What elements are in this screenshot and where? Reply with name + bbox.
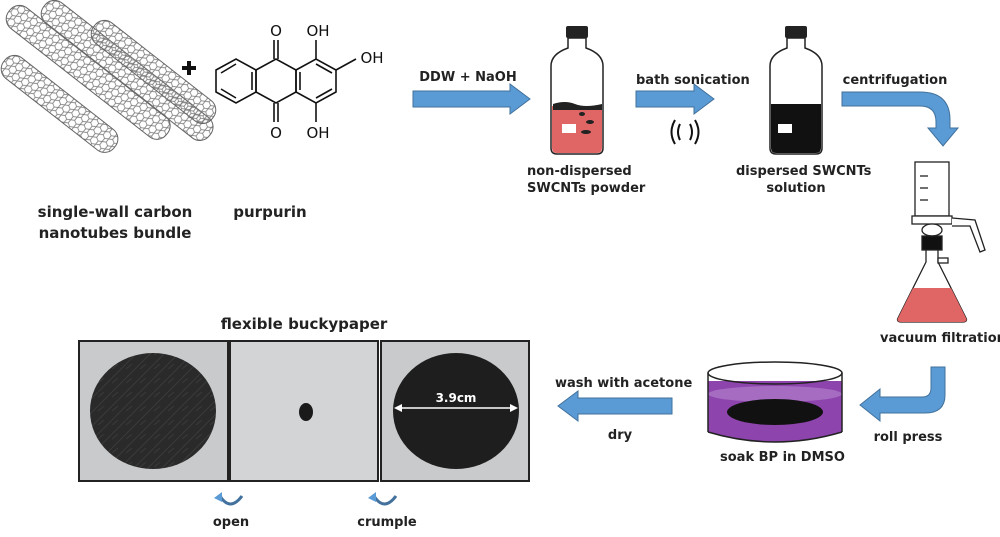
hydroxyl-right: OH: [360, 49, 383, 67]
buckypaper-title: flexible buckypaper: [220, 315, 388, 333]
crumple-curved-arrow-icon: [368, 492, 398, 506]
buckypaper-panel-open: [78, 340, 229, 482]
arrow-wash-dry: [557, 390, 673, 422]
plus-sign: [182, 61, 196, 75]
buckypaper-panel-crumpled: [229, 340, 379, 482]
crumple-label: crumple: [357, 515, 417, 530]
step-label-dry: dry: [607, 428, 633, 443]
purpurin-structure-image: [215, 40, 357, 122]
step-label-centrifugation: centrifugation: [842, 73, 948, 88]
stage-soak: soak BP in DMSO: [720, 450, 845, 465]
hydroxyl-top: OH: [306, 22, 329, 40]
petri-dish-image: [707, 361, 843, 443]
stage-vacuum-filtration: vacuum filtration: [880, 331, 1000, 346]
nanotube-label-line2: nanotubes bundle: [38, 224, 192, 242]
stage-dispersed-line1: dispersed SWCNTs: [736, 164, 872, 179]
nanotube-bundle-image: [0, 0, 217, 153]
bottle-dispersed-image: [769, 26, 823, 155]
nanotube-label-line1: single-wall carbon: [37, 203, 193, 221]
vacuum-filtration-image: [896, 161, 986, 323]
hydroxyl-bottom: OH: [306, 124, 329, 142]
step-label-roll-press: roll press: [873, 430, 943, 445]
open-curved-arrow-icon: [214, 492, 244, 506]
stage-non-dispersed-line2: SWCNTs powder: [527, 181, 646, 196]
sonication-waves-icon: [670, 119, 700, 145]
step-label-ddw-naoh: DDW + NaOH: [419, 70, 517, 85]
arrow-centrifugation: [841, 91, 960, 147]
arrow-bath-sonication: [635, 83, 715, 115]
stage-non-dispersed-line1: non-dispersed: [527, 164, 632, 179]
step-label-wash: wash with acetone: [555, 376, 693, 391]
stage-dispersed-line2: solution: [766, 181, 826, 196]
arrow-ddw-naoh: [412, 83, 531, 115]
buckypaper-panel-flat: [380, 340, 530, 482]
step-label-bath-sonication: bath sonication: [636, 73, 750, 88]
open-label: open: [212, 515, 250, 530]
bottle-non-dispersed-image: [550, 26, 604, 155]
arrow-roll-press: [859, 366, 946, 423]
carbonyl-o-top: O: [270, 22, 282, 40]
purpurin-label: purpurin: [233, 203, 307, 221]
diameter-label: 3.9cm: [436, 391, 477, 405]
carbonyl-o-bottom: O: [270, 124, 282, 142]
